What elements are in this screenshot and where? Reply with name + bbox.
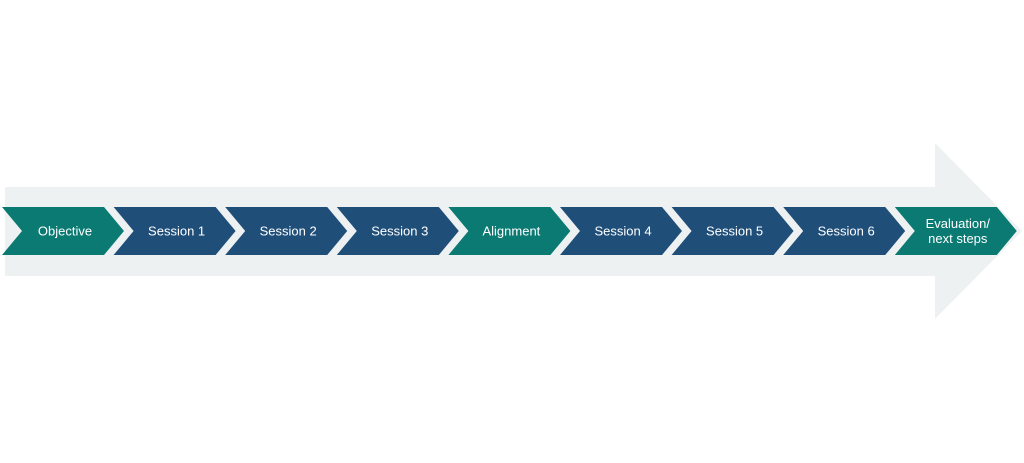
step-label: Session 2 xyxy=(260,224,317,239)
step-label: Session 4 xyxy=(594,224,651,239)
chevron-shape xyxy=(560,207,682,255)
step-label: next steps xyxy=(928,231,988,246)
chevron-shape xyxy=(2,207,124,255)
process-steps: Objective Session 1 Session 2 Session 3 Alig… xyxy=(2,207,1017,255)
step-label: Session 6 xyxy=(818,224,875,239)
step-chevron-9: Evaluation/next steps xyxy=(894,207,1017,255)
chevron-shape xyxy=(783,207,906,255)
step-chevron-7: Session 5 xyxy=(671,207,794,255)
chevron-shape xyxy=(336,207,459,255)
chevron-shape xyxy=(225,207,348,255)
step-chevron-5: Alignment xyxy=(448,207,571,255)
step-chevron-8: Session 6 xyxy=(783,207,906,255)
step-chevron-4: Session 3 xyxy=(336,207,459,255)
chevron-shape xyxy=(894,207,1017,255)
step-label: Session 1 xyxy=(148,224,205,239)
chevron-shape xyxy=(113,207,236,255)
step-chevron-6: Session 4 xyxy=(560,207,682,255)
chevron-shape xyxy=(448,207,571,255)
step-label: Evaluation/ xyxy=(926,216,991,231)
step-label: Objective xyxy=(38,224,92,239)
step-label: Session 3 xyxy=(371,224,428,239)
step-label: Alignment xyxy=(482,224,540,239)
step-chevron-1: Objective xyxy=(2,207,124,255)
step-chevron-2: Session 1 xyxy=(113,207,236,255)
chevron-shape xyxy=(671,207,794,255)
step-label: Session 5 xyxy=(706,224,763,239)
step-chevron-3: Session 2 xyxy=(225,207,348,255)
